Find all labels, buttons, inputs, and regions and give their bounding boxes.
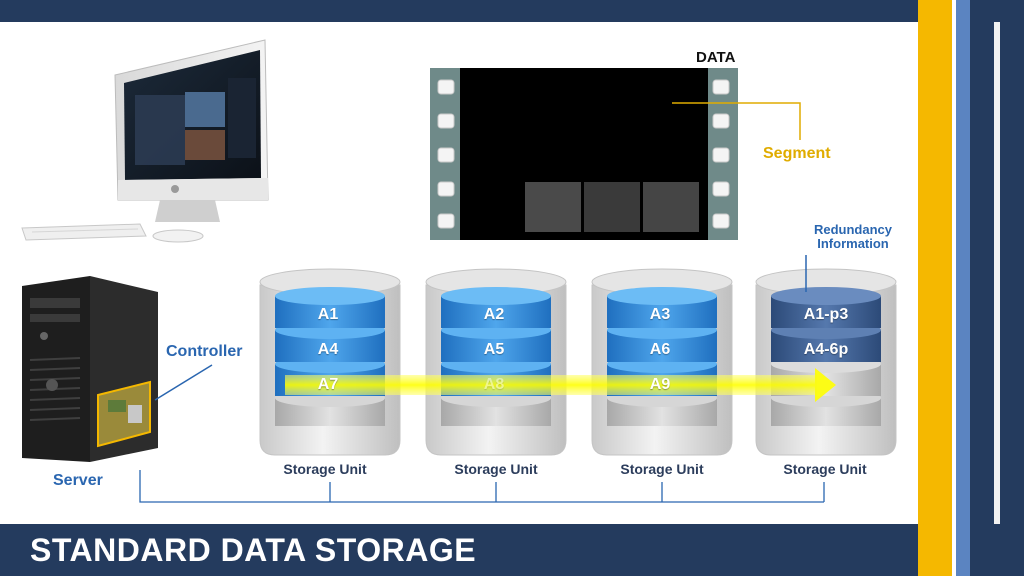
block-label: A2 [483, 306, 505, 323]
side-stripe [952, 0, 956, 576]
storage-unit-1 [259, 268, 401, 456]
footer-band [0, 524, 1024, 576]
controller-label: Controller [166, 343, 243, 360]
storage-unit-3 [591, 268, 733, 456]
storage-unit-label: Storage Unit [454, 461, 538, 477]
storage-unit-2 [425, 268, 567, 456]
parity-block-label: A1-p3 [803, 306, 849, 323]
segment-leader-line [672, 102, 801, 140]
top-band [0, 0, 1024, 22]
block-label: A6 [649, 341, 671, 358]
side-stripe-blue [956, 0, 970, 576]
block-label: A4 [317, 341, 339, 358]
controller-leader-line [154, 364, 213, 401]
storage-unit-label: Storage Unit [783, 461, 867, 477]
redundancy-line-1: Redundancy [813, 222, 892, 237]
redundancy-information-label: Redundancy Information [798, 223, 908, 251]
side-stripe-navy [1000, 0, 1024, 576]
block-label: A8 [483, 376, 505, 393]
segment-label: Segment [763, 145, 831, 162]
desktop-computer-icon [21, 39, 269, 243]
block-label: A9 [649, 376, 671, 393]
parity-block-label: A4-6p [803, 341, 849, 358]
data-label: DATA [696, 49, 736, 66]
side-stripe-gold [918, 0, 952, 576]
block-label: A1 [317, 306, 339, 323]
side-stripe-navy [970, 0, 994, 576]
redundancy-line-2: Information [817, 236, 889, 251]
film-strip-icon [430, 68, 738, 240]
block-label: A7 [317, 376, 339, 393]
side-stripe [994, 22, 1000, 524]
storage-unit-label: Storage Unit [620, 461, 704, 477]
storage-unit-4 [755, 268, 897, 456]
connection-bus [139, 470, 825, 503]
slide-title: STANDARD DATA STORAGE [30, 532, 477, 568]
storage-unit-label: Storage Unit [283, 461, 367, 477]
server-label: Server [53, 472, 103, 489]
block-label: A5 [483, 341, 505, 358]
striping-arrow [285, 368, 836, 402]
block-label: A3 [649, 306, 671, 323]
server-tower-icon [22, 276, 158, 462]
